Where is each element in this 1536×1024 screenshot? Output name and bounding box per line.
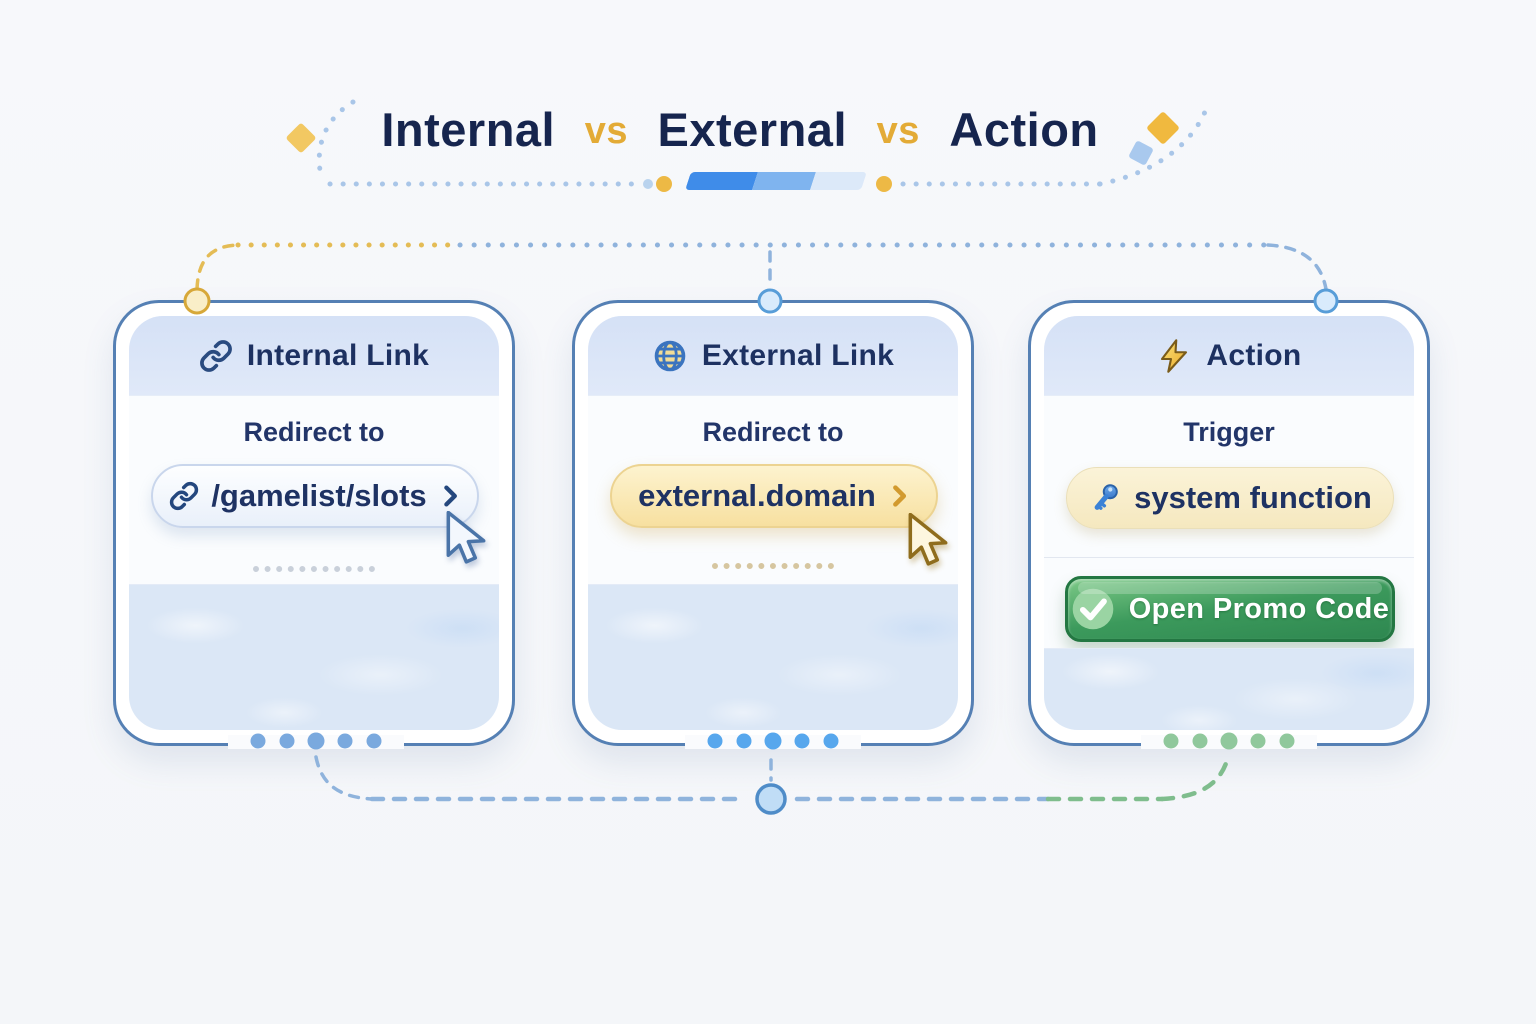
progress-segment-light: [810, 172, 867, 190]
card-external-subtitle: Redirect to: [702, 417, 844, 447]
globe-icon: [654, 340, 686, 371]
progress-segment-mid: [751, 172, 816, 190]
card-internal-footer: [129, 584, 499, 730]
check-icon: [1072, 588, 1114, 630]
top-connector-curve-left: [195, 243, 240, 291]
external-link-domain: external.domain: [638, 478, 876, 513]
card-internal-title: Internal Link: [246, 338, 430, 372]
title-word-external: External: [657, 103, 848, 156]
internal-link-pill[interactable]: /gamelist/slots: [151, 464, 479, 528]
card-internal-header: Internal Link: [129, 316, 499, 396]
bottom-connector-curve-right: [1159, 754, 1231, 802]
ellipsis-dots: [712, 563, 834, 569]
card-action-footer: [1044, 648, 1414, 730]
pointer-cursor-icon: [446, 511, 486, 564]
card-action-header: Action: [1044, 316, 1414, 396]
card-external-inner: External Link Redirect to external.domai…: [588, 316, 958, 730]
bottom-node-dot: [755, 783, 787, 815]
progress-bar: [685, 172, 867, 190]
title-vs-2: vs: [876, 110, 920, 152]
chevron-right-icon: [443, 485, 457, 507]
progress-segment-dark: [685, 172, 758, 190]
open-promo-code-button[interactable]: Open Promo Code: [1065, 576, 1395, 642]
card-external-link: External Link Redirect to external.domai…: [572, 300, 974, 746]
title-word-action: Action: [949, 103, 1099, 156]
key-icon: [1094, 484, 1118, 510]
top-connector-curve-right: [1266, 243, 1328, 291]
chevron-right-icon: [892, 485, 906, 507]
ellipsis-dots: [253, 566, 375, 572]
lightning-icon: [1160, 338, 1188, 373]
link-icon: [200, 339, 232, 372]
card-internal-subtitle: Redirect to: [243, 417, 385, 447]
card-external-header: External Link: [588, 316, 958, 396]
card-action: Action Trigger: [1028, 300, 1430, 746]
bottom-connector-curve-left: [314, 755, 374, 801]
title-vs-1: vs: [584, 110, 628, 152]
link-icon: [170, 481, 199, 511]
title-word-internal: Internal: [381, 103, 556, 156]
small-blue-dot: [643, 179, 653, 189]
card-action-inner: Action Trigger: [1044, 316, 1414, 730]
external-link-pill[interactable]: external.domain: [610, 464, 938, 528]
yellow-dot-left: [656, 176, 672, 192]
card-action-title: Action: [1206, 338, 1302, 372]
pointer-cursor-icon: [908, 513, 948, 566]
card-external-footer: [588, 584, 958, 730]
page-title: Internal vs External vs Action: [0, 102, 1480, 157]
card-action-subtitle: Trigger: [1183, 417, 1275, 447]
system-function-label: system function: [1134, 480, 1372, 515]
internal-link-path: /gamelist/slots: [211, 478, 427, 513]
section-divider: [1044, 557, 1414, 558]
system-function-pill[interactable]: system function: [1066, 467, 1394, 529]
card-internal-link: Internal Link Redirect to /gamelist/slot…: [113, 300, 515, 746]
card-external-title: External Link: [701, 338, 895, 372]
card-internal-inner: Internal Link Redirect to /gamelist/slot…: [129, 316, 499, 730]
yellow-dot-right: [876, 176, 892, 192]
open-promo-code-label: Open Promo Code: [1128, 592, 1390, 625]
